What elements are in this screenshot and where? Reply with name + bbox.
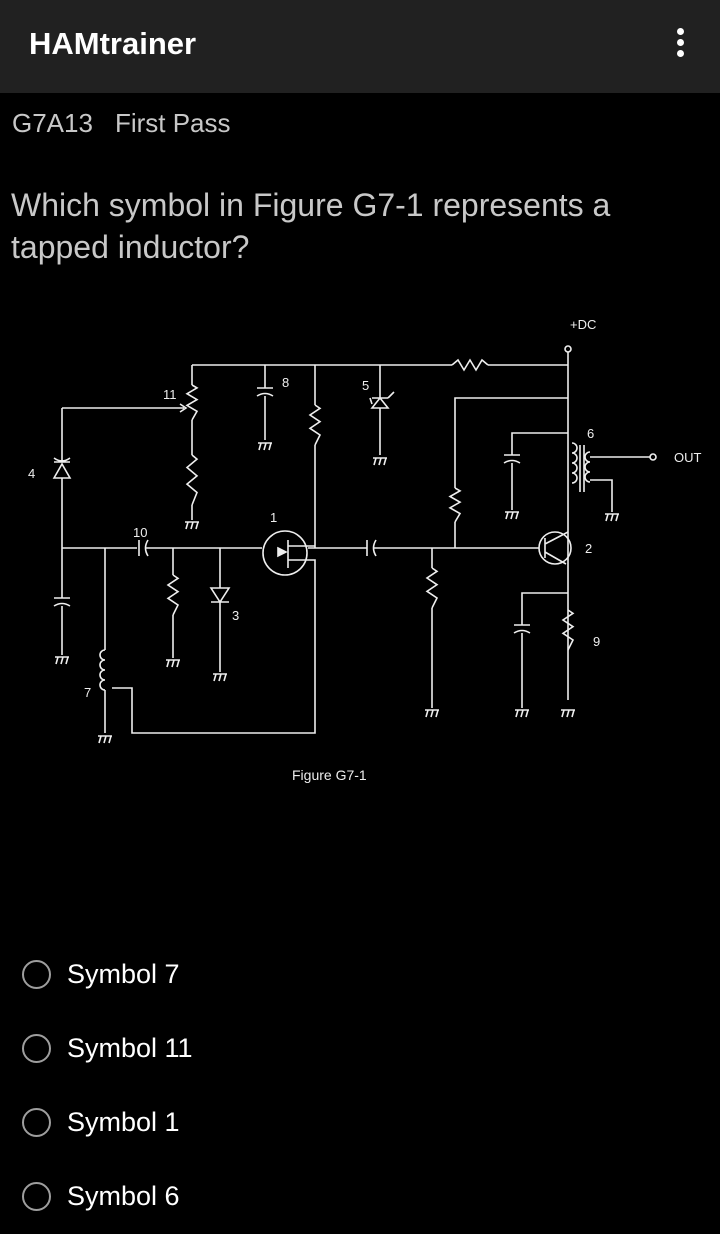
wire (369, 391, 395, 405)
fig-label-7: 7 (84, 685, 91, 700)
answer-option-1[interactable]: Symbol 7 (22, 954, 180, 994)
radio-button[interactable] (22, 1033, 51, 1063)
ground-symbol (505, 511, 519, 520)
answer-option-4[interactable]: Symbol 6 (22, 1176, 180, 1216)
resistor-symbol (166, 574, 180, 616)
radio-button[interactable] (22, 1107, 51, 1137)
diode-symbol (209, 548, 231, 672)
fet-symbol (112, 540, 316, 734)
capacitor-symbol (53, 597, 71, 607)
app-title: HAMtrainer (29, 26, 197, 61)
wire (511, 432, 568, 455)
fig-label-8: 8 (282, 375, 289, 390)
answer-option-3[interactable]: Symbol 1 (22, 1102, 180, 1142)
wire (521, 592, 568, 625)
answer-label: Symbol 1 (67, 1106, 180, 1137)
fig-label-10: 10 (133, 525, 147, 540)
question-text: Which symbol in Figure G7-1 represents a… (11, 187, 611, 265)
inductor-symbol (571, 442, 578, 484)
fig-label-2: 2 (585, 541, 592, 556)
fet-symbol (262, 530, 308, 576)
question-mode: First Pass (114, 108, 231, 138)
app-bar: HAMtrainer (0, 0, 720, 93)
zener-symbol (370, 365, 390, 455)
ground-symbol (55, 656, 69, 665)
capacitor-symbol (138, 539, 149, 557)
ground-symbol (605, 513, 619, 522)
capacitor-symbol (503, 454, 521, 464)
resistor-symbol (561, 609, 575, 651)
fig-label-1: 1 (270, 510, 277, 525)
radio-button[interactable] (22, 1181, 51, 1211)
ground-symbol (185, 521, 199, 530)
varactor-symbol (52, 408, 72, 548)
fig-label-out: OUT (674, 450, 702, 465)
fig-label-dc: +DC (570, 317, 596, 332)
wire (454, 397, 568, 488)
question-id: G7A13 (12, 108, 93, 138)
more-vert-icon[interactable] (668, 28, 692, 64)
capacitor-symbol (366, 539, 377, 557)
ground-symbol (373, 457, 387, 466)
capacitor-symbol (256, 387, 274, 397)
resistor-symbol (448, 487, 462, 523)
fig-label-11: 11 (163, 387, 177, 402)
resistor-symbol (308, 404, 322, 446)
figure-caption: Figure G7-1 (292, 767, 367, 783)
resistor-symbol (185, 454, 199, 506)
fig-label-3: 3 (232, 608, 239, 623)
fig-label-6: 6 (587, 426, 594, 441)
ground-symbol (258, 442, 272, 451)
dc-terminal (564, 345, 572, 353)
figure-g7-1-schematic: +DC OUT 1 2 3 4 5 6 7 8 9 10 11 Figure G… (28, 317, 702, 783)
transistor-symbol (538, 531, 572, 565)
schematic-wires (52, 345, 657, 744)
potentiometer-symbol (185, 384, 199, 421)
wire (590, 456, 650, 512)
ground-symbol (515, 709, 529, 718)
answer-option-2[interactable]: Symbol 11 (22, 1028, 193, 1068)
resistor-symbol (425, 567, 439, 609)
out-terminal (649, 453, 657, 461)
ground-symbol (561, 709, 575, 718)
radio-button[interactable] (22, 959, 51, 989)
fig-label-5: 5 (362, 378, 369, 393)
wiper-arrow (62, 403, 188, 413)
answer-label: Symbol 6 (67, 1180, 180, 1211)
transformer-core (579, 445, 585, 492)
ground-symbol (425, 709, 439, 718)
inductor-symbol (584, 451, 591, 483)
fig-label-9: 9 (593, 634, 600, 649)
capacitor-symbol (513, 624, 531, 634)
inductor-symbol (99, 649, 106, 691)
answer-label: Symbol 7 (67, 958, 180, 989)
fet-arrow (277, 546, 288, 558)
fig-label-4: 4 (28, 466, 35, 481)
question-header: G7A13 First Pass (12, 108, 231, 139)
transistor-symbol (544, 531, 569, 565)
resistor-symbol (451, 358, 489, 372)
ground-symbol (213, 673, 227, 682)
ground-symbol (98, 735, 112, 744)
answer-label: Symbol 11 (67, 1032, 193, 1063)
ground-symbol (166, 659, 180, 668)
